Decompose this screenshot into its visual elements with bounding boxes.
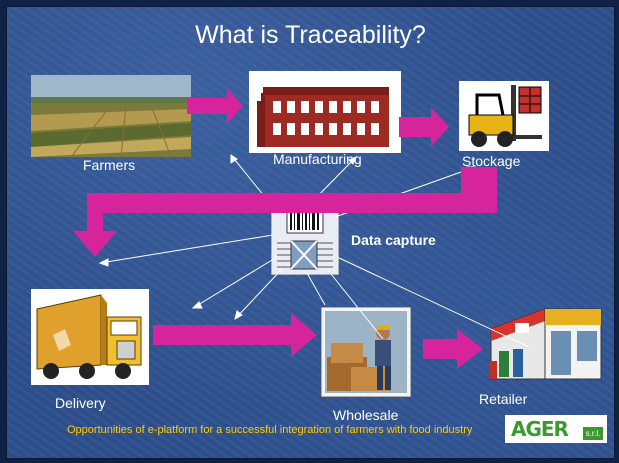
logo-text: AGER	[511, 417, 569, 441]
flow-arrow-manufacturing-stockage	[399, 107, 449, 147]
logo-suffix: s.r.l.	[583, 427, 603, 440]
connector-arrowhead	[234, 310, 243, 321]
forklift-icon	[459, 81, 549, 151]
connector-line	[306, 272, 326, 306]
data-capture-label: Data capture	[351, 232, 436, 248]
connector-line	[192, 256, 278, 309]
connector-line	[336, 256, 530, 348]
footer-text: Opportunities of e-platform for a succes…	[67, 424, 473, 436]
wholesale-label: Wholesale	[333, 407, 399, 423]
farmers-image	[31, 75, 191, 158]
ager-logo: AGER s.r.l.	[505, 415, 607, 443]
flow-arrow-stockage-delivery	[73, 167, 497, 257]
shop-icon	[485, 299, 607, 391]
retailer-label: Retailer	[479, 391, 528, 407]
slide-title: What is Traceability?	[195, 21, 426, 49]
flow-diagram	[73, 88, 530, 369]
stockage-label: Stockage	[462, 153, 521, 169]
connector-arrowhead	[98, 258, 109, 267]
flow-arrow-delivery-wholesale	[153, 313, 317, 357]
connector-arrowhead	[348, 156, 357, 165]
connector-line	[99, 234, 274, 264]
connector-line	[326, 268, 384, 340]
factory-icon	[249, 71, 401, 153]
truck-icon	[31, 289, 149, 385]
connector-arrowhead	[230, 154, 238, 164]
slide: What is Traceability? Farmers	[6, 6, 615, 459]
delivery-label: Delivery	[55, 395, 106, 411]
connector-line	[234, 268, 283, 320]
manufacturing-label: Manufacturing	[273, 151, 362, 167]
flow-arrow-wholesale-retailer	[423, 329, 483, 369]
warehouse-worker-icon	[320, 306, 412, 398]
flow-arrow-farmers-manufacturing	[187, 88, 243, 124]
farmers-label: Farmers	[83, 157, 136, 173]
connector-arrowhead	[191, 301, 203, 309]
